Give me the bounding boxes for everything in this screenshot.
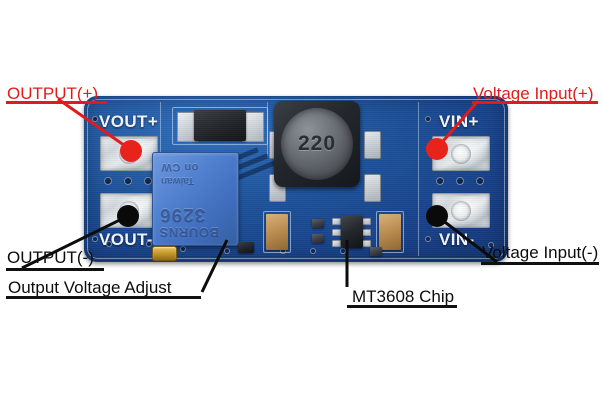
annotation-underline-voltage-input-negative <box>481 262 599 265</box>
inductor-tab-right-b <box>364 174 381 202</box>
cap-silk-frame-2 <box>376 211 404 253</box>
diode-silk-frame <box>172 107 268 145</box>
annotation-output-positive: OUTPUT(+) <box>7 84 99 103</box>
smd-small-cap-c <box>370 247 382 256</box>
pad-hole <box>451 200 471 221</box>
annotation-underline-output-voltage-adjust <box>6 296 201 299</box>
via-hole <box>92 236 98 242</box>
trimpot-marking-line2: Taiwan <box>161 175 195 186</box>
cap-silk-frame-1 <box>263 211 291 253</box>
via-hole <box>310 248 316 254</box>
callout-dot-vin-minus <box>426 205 448 227</box>
trim-potentiometer[interactable]: on CW Taiwan 3296 BOURNS <box>152 152 239 246</box>
via-hole <box>104 177 112 185</box>
via-hole <box>425 116 431 122</box>
pad-hole <box>451 143 471 164</box>
inductor-tab-right <box>364 131 381 159</box>
silk-label-vin-minus: VIN- <box>439 230 475 249</box>
smd-small-cap-b <box>312 234 324 243</box>
annotation-voltage-input-negative: Voltage Input(-) <box>482 243 599 262</box>
ic-pin-left-2 <box>332 229 341 236</box>
annotation-output-negative: OUTPUT(-) <box>7 248 94 267</box>
ic-pin-right-2 <box>362 229 371 236</box>
annotation-underline-mt3608-chip <box>347 305 457 308</box>
annotation-underline-output-negative <box>6 268 104 271</box>
power-inductor: 220 <box>274 101 360 187</box>
callout-dot-vout-plus <box>120 140 142 162</box>
ic-pin-left-3 <box>332 240 341 247</box>
silk-label-vout-plus: VOUT+ <box>99 112 159 131</box>
via-hole <box>146 241 152 247</box>
annotation-underline-output-positive <box>6 101 107 104</box>
inductor-marking: 220 <box>297 132 337 155</box>
smd-small-cap-a <box>312 219 324 228</box>
mt3608-ic <box>341 216 363 248</box>
smd-resistor-1 <box>238 242 254 253</box>
ic-pin-right-3 <box>362 240 371 247</box>
via-hole <box>425 236 431 242</box>
via-hole <box>124 177 132 185</box>
via-hole <box>340 248 346 254</box>
via-hole <box>144 177 152 185</box>
via-hole <box>476 177 484 185</box>
via-hole <box>224 248 230 254</box>
annotation-mt3608-chip: MT3608 Chip <box>352 287 455 306</box>
smd-capacitor-input <box>266 214 288 250</box>
via-hole <box>456 177 464 185</box>
inductor-core: 220 <box>281 108 353 180</box>
via-hole <box>180 246 186 252</box>
silk-label-vout-minus: VOUT- <box>99 230 153 249</box>
ic-pin-right-1 <box>362 218 371 225</box>
via-hole <box>92 116 98 122</box>
schottky-diode <box>194 110 246 141</box>
annotation-voltage-input-positive: Voltage Input(+) <box>473 84 594 103</box>
via-hole <box>106 241 112 247</box>
via-hole <box>436 177 444 185</box>
annotation-output-voltage-adjust: Output Voltage Adjust <box>8 278 172 297</box>
annotation-underline-voltage-input-positive <box>472 101 598 104</box>
trimpot-adjust-screw[interactable] <box>152 246 177 261</box>
trimpot-marking-brand: BOURNS <box>159 225 219 240</box>
ic-pin-left-1 <box>332 218 341 225</box>
callout-dot-vin-plus <box>426 138 448 160</box>
smd-capacitor-output <box>379 214 401 250</box>
trimpot-marking-line1: on CW <box>161 161 199 173</box>
callout-dot-vout-minus <box>117 205 139 227</box>
silk-label-vin-plus: VIN+ <box>439 112 479 131</box>
trimpot-marking-model: 3296 <box>159 204 206 225</box>
silk-divider-right <box>418 102 419 256</box>
